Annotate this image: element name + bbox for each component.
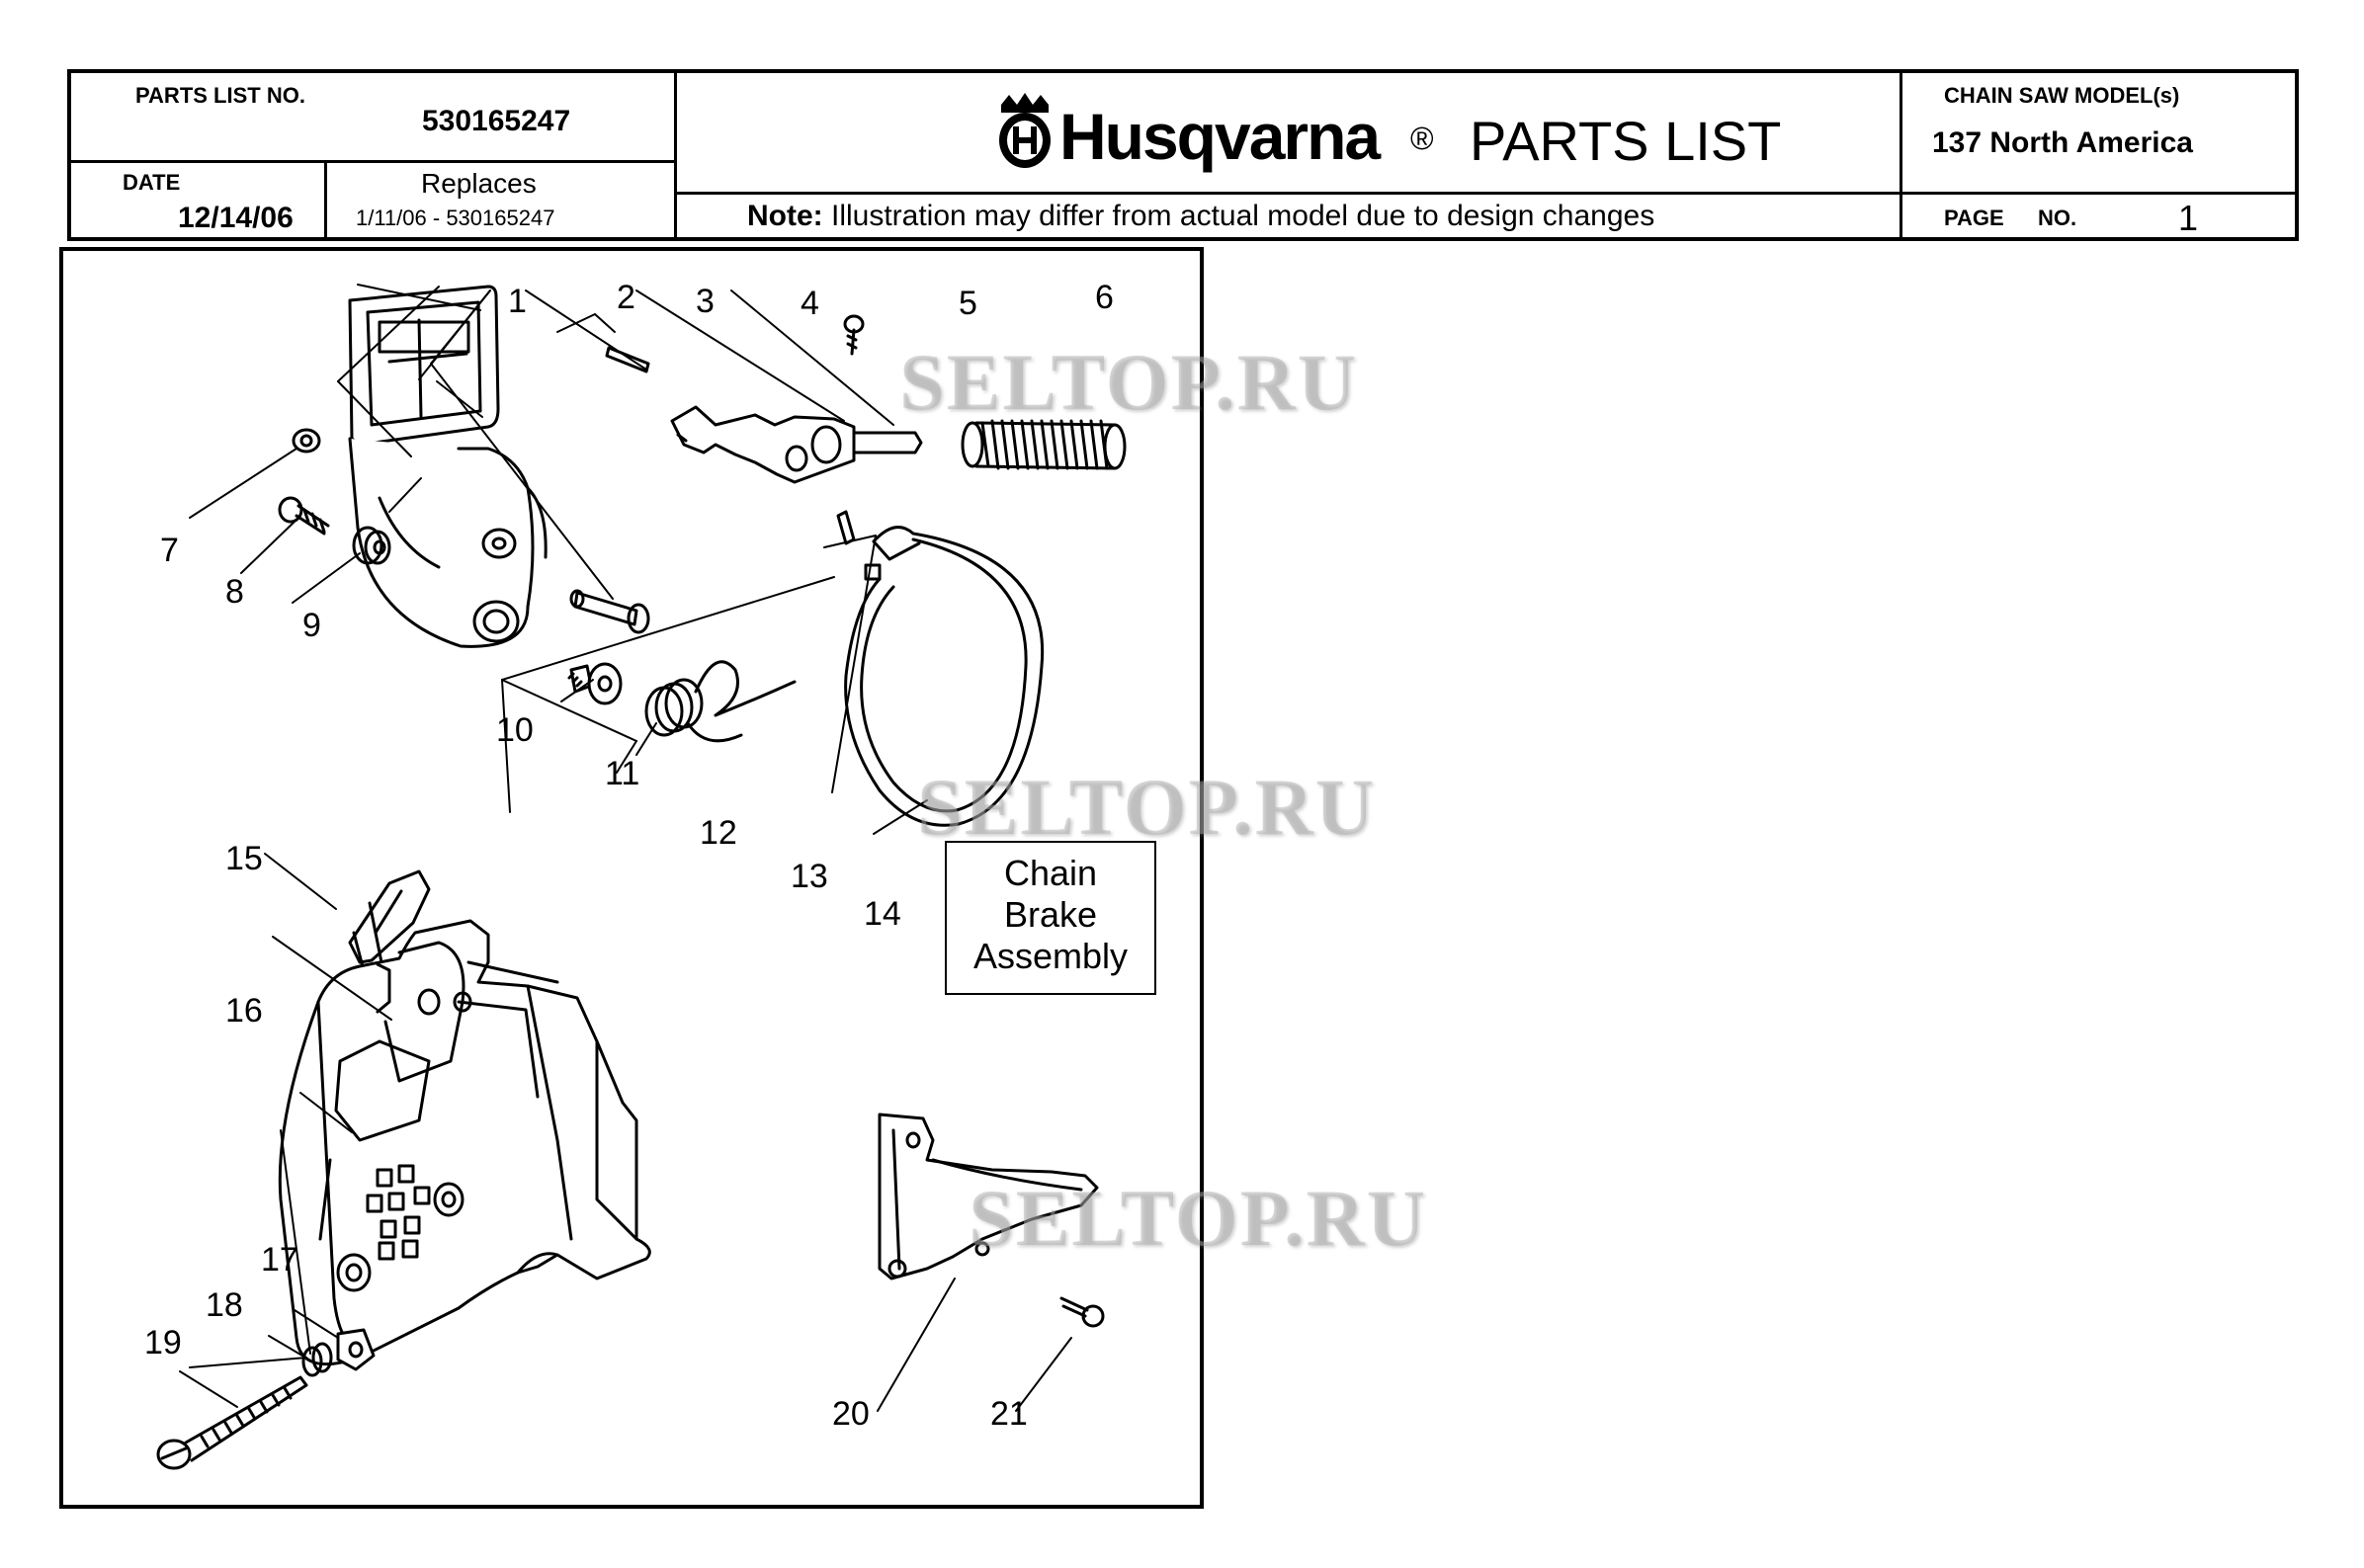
parts-list-no-label: PARTS LIST NO. <box>135 83 305 108</box>
date-value: 12/14/06 <box>178 202 294 234</box>
page-number: 1 <box>2178 198 2199 238</box>
note-text: Illustration may differ from actual mode… <box>822 200 1655 232</box>
callout-8: 8 <box>225 573 244 611</box>
callout-18: 18 <box>206 1286 243 1324</box>
part-7-circlip <box>292 428 321 454</box>
callout-12: 12 <box>700 814 737 852</box>
brand-name: Husqvarna <box>1059 100 1381 173</box>
watermark: SELTOP.RU <box>969 1173 1427 1263</box>
part-21-screw <box>1059 1296 1105 1328</box>
callout-20: 20 <box>832 1395 870 1433</box>
part-6-coil-spring <box>961 419 1127 470</box>
callout-10: 10 <box>496 711 534 749</box>
part-8-screw <box>278 496 330 536</box>
leader-lines-lower <box>179 853 1072 1412</box>
replaces-value: 1/11/06 - 530165247 <box>356 206 555 230</box>
part-13-pin <box>836 510 856 545</box>
registered-mark: ® <box>1410 121 1434 156</box>
callout-1: 1 <box>508 283 527 320</box>
replaces-label: Replaces <box>421 168 537 199</box>
part-2-shoulder-bolt <box>569 589 650 634</box>
diagram-drawing <box>156 284 1127 1470</box>
part-4-screw <box>843 314 865 356</box>
divider <box>324 160 327 241</box>
callout-15: 15 <box>225 840 263 877</box>
exploded-parts-diagram: 1 2 3 4 5 6 7 8 9 10 11 12 13 14 15 16 1… <box>59 247 1204 1509</box>
part-9-washer <box>352 526 391 565</box>
part-10-bushing <box>567 662 623 705</box>
note-line: Note: Illustration may differ from actua… <box>747 200 1654 233</box>
callout-17: 17 <box>261 1241 298 1279</box>
callout-5: 5 <box>959 285 977 322</box>
part-13-brake-band <box>844 526 1045 827</box>
husqvarna-crown-icon <box>995 91 1055 170</box>
parts-list-title: PARTS LIST <box>1470 110 1782 172</box>
callout-13: 13 <box>791 858 828 895</box>
divider <box>1900 73 1902 241</box>
part-20-bracket <box>878 1113 1099 1280</box>
header-table: PARTS LIST NO. 530165247 DATE 12/14/06 R… <box>67 69 2299 241</box>
part-5-lever <box>670 405 923 484</box>
part-1-hand-guard <box>348 285 548 648</box>
part-18-washer <box>301 1342 333 1377</box>
divider <box>674 73 677 241</box>
callout-6: 6 <box>1095 279 1114 316</box>
callout-14: 14 <box>864 895 901 933</box>
callout-2: 2 <box>617 279 635 316</box>
watermark: SELTOP.RU <box>899 337 1358 427</box>
callout-21: 21 <box>990 1395 1028 1433</box>
callout-9: 9 <box>302 607 321 644</box>
callout-4: 4 <box>801 285 819 322</box>
callout-11: 11 <box>605 755 640 792</box>
page-label: PAGE <box>1944 206 2004 230</box>
model-label: CHAIN SAW MODEL(s) <box>1944 83 2180 108</box>
callout-3: 3 <box>696 283 715 320</box>
page-no-label: NO. <box>2038 206 2077 230</box>
part-19-screw <box>156 1375 308 1470</box>
note-label: Note: <box>747 200 823 232</box>
parts-list-no: 530165247 <box>422 105 571 137</box>
divider <box>674 192 2299 195</box>
callout-19: 19 <box>144 1324 182 1362</box>
callout-7: 7 <box>160 532 179 569</box>
watermark: SELTOP.RU <box>917 762 1376 852</box>
leader-lines <box>189 284 928 835</box>
date-label: DATE <box>123 170 181 195</box>
callout-16: 16 <box>225 992 263 1030</box>
part-3-pin <box>605 346 650 373</box>
divider <box>71 160 674 163</box>
part-17-catcher <box>336 1328 376 1371</box>
chain-brake-assembly-label: Chain Brake Assembly <box>945 841 1156 995</box>
part-16-clutch-cover <box>278 919 651 1366</box>
part-11-torsion-spring <box>644 660 797 743</box>
model-value: 137 North America <box>1932 126 2193 159</box>
